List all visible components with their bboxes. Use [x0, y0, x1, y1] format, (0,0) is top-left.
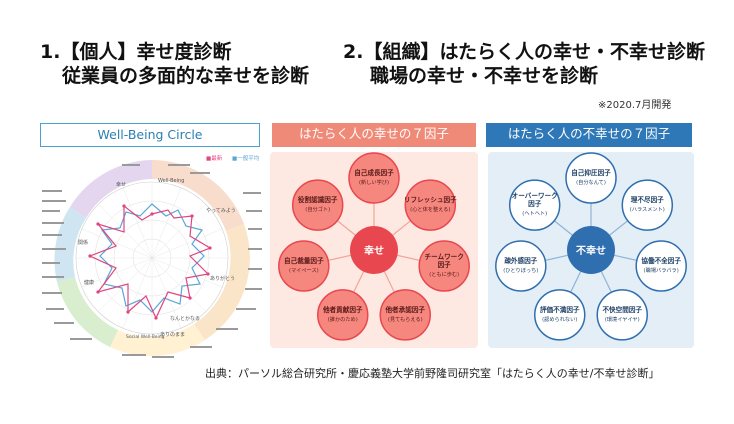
ring-segment-shiawase: [70, 160, 152, 218]
factor-name: 因子: [438, 260, 452, 269]
banner-well-being-circle: Well-Being Circle: [40, 123, 260, 147]
banner-unhappy-factors: はたらく人の不幸せの７因子: [486, 123, 692, 147]
ring-segment-health: [57, 277, 118, 347]
factor-node: [565, 152, 617, 204]
factor-name: チームワーク: [425, 252, 464, 261]
heading-individual-sub: 従業員の多面的な幸せを診断: [62, 65, 310, 87]
center-label: 不幸せ: [576, 244, 606, 257]
factor-node: [278, 240, 330, 292]
factor-node: [291, 179, 344, 231]
banner-happy-factors: はたらく人の幸せの７因子: [272, 123, 476, 147]
factor-subtitle: (ハラスメント): [630, 206, 665, 213]
heading-individual: 1.【個人】幸せ度診断: [40, 41, 232, 63]
center-node: [350, 226, 398, 274]
factor-subtitle: (職場バラバラ): [644, 266, 679, 274]
factor-name: 役割認識因子: [298, 195, 338, 204]
tag-relations: 関係: [78, 239, 88, 246]
source-credit: 出典：パーソル総合研究所・慶応義塾大学前野隆司研究室「はたらく人の幸せ/不幸せ診…: [205, 367, 660, 380]
factor-node: [534, 289, 586, 341]
factor-subtitle: (認められない): [542, 315, 577, 323]
factor-name: 不快空間因子: [602, 305, 642, 314]
factor-name: リフレッシュ因子: [404, 195, 457, 204]
ring-segment-arigato: [194, 224, 250, 340]
factor-subtitle: (マイペース): [289, 267, 319, 274]
factor-name: 他者貢献因子: [322, 305, 363, 314]
factor-name: 評価不満因子: [540, 305, 580, 314]
unhappy-factors-panel: 不幸せ 自己抑圧因子(自分なんて) 理不尽因子 (ハラスメント) 協働不全因子(職場バラ…: [488, 152, 694, 348]
tag-wellbeing: Well-Being: [158, 178, 184, 184]
factor-name: 協働不全因子: [641, 256, 681, 265]
tag-arigato: ありがとう: [210, 275, 235, 282]
factor-subtitle: (誰かのため): [328, 315, 358, 323]
factor-node: [596, 289, 648, 341]
tag-shiawase: 幸せ: [116, 182, 126, 188]
factor-name: オーバーワーク: [512, 191, 558, 200]
factor-node: [379, 289, 431, 341]
release-note: ※2020.7月開発: [598, 100, 672, 111]
ring-segment-social: [110, 324, 205, 357]
tag-yattemiyo: やってみよう: [206, 207, 236, 214]
factor-subtitle: (ヘトヘト): [522, 211, 547, 217]
factor-node: [621, 179, 674, 231]
factor-node: [495, 240, 547, 292]
factor-subtitle: (心と体を整える): [410, 205, 450, 213]
factor-node: [635, 240, 687, 292]
factor-name: 理不尽因子: [631, 195, 664, 204]
legend-average: ■一般平均: [232, 154, 260, 162]
tag-arinomama: ありのまま: [160, 332, 185, 338]
ring-segment-wellbeing: [152, 159, 244, 231]
factor-name: 疎外感因子: [504, 256, 537, 265]
legend-latest: ■最新: [206, 154, 223, 162]
well-being-radar-image: ■最新 ■一般平均 Well-Being 幸せ 健康 関係 Social Wel…: [42, 154, 262, 358]
factor-name: 自己抑圧因子: [571, 168, 611, 177]
factor-node: [418, 240, 470, 292]
factor-node: [317, 289, 369, 341]
factor-subtitle: (ともに歩む): [429, 270, 459, 278]
heading-organization: 2.【組織】はたらく人の幸せ・不幸せ診断: [343, 41, 706, 63]
tag-nantokanaru: なんとかなる: [170, 315, 200, 322]
center-label: 幸せ: [364, 244, 384, 257]
well-being-circle-panel: ■最新 ■一般平均 Well-Being 幸せ 健康 関係 Social Wel…: [40, 152, 265, 364]
factor-subtitle: (ひとりぼっち): [503, 267, 538, 274]
factor-subtitle: (自分ゴト): [305, 205, 330, 213]
series-average-line: [99, 203, 205, 313]
series-latest-line: [88, 204, 212, 320]
unhappy-factors-diagram: 不幸せ 自己抑圧因子(自分なんて) 理不尽因子 (ハラスメント) 協働不全因子(職場バラ…: [495, 152, 687, 341]
factor-name: 自己裁量因子: [284, 256, 324, 265]
factor-name: 自己成長因子: [354, 168, 394, 177]
center-node: [567, 226, 615, 274]
tag-social: Social Well-Being: [126, 334, 165, 340]
factor-name: 他者承認因子: [384, 305, 425, 314]
factor-subtitle: (新しい学び): [359, 178, 389, 186]
factor-node: [508, 179, 561, 231]
factor-name: 因子: [528, 199, 542, 208]
tag-health: 健康: [84, 279, 94, 286]
factor-node: [348, 152, 400, 204]
factor-subtitle: (自分なんて): [576, 178, 606, 186]
happy-factors-panel: 幸せ 自己成長因子(新しい学び) リフレッシュ因子(心と体を整える) チームワーク因子…: [270, 152, 478, 348]
ring-segment-relations: [54, 207, 86, 282]
factor-subtitle: (見てもらえる): [388, 316, 423, 323]
happy-factors-diagram: 幸せ 自己成長因子(新しい学び) リフレッシュ因子(心と体を整える) チームワーク因子…: [278, 152, 470, 341]
factor-subtitle: (環境イヤイヤ): [605, 315, 640, 323]
heading-organization-sub: 職場の幸せ・不幸せを診断: [370, 65, 599, 87]
factor-node: [404, 179, 457, 231]
